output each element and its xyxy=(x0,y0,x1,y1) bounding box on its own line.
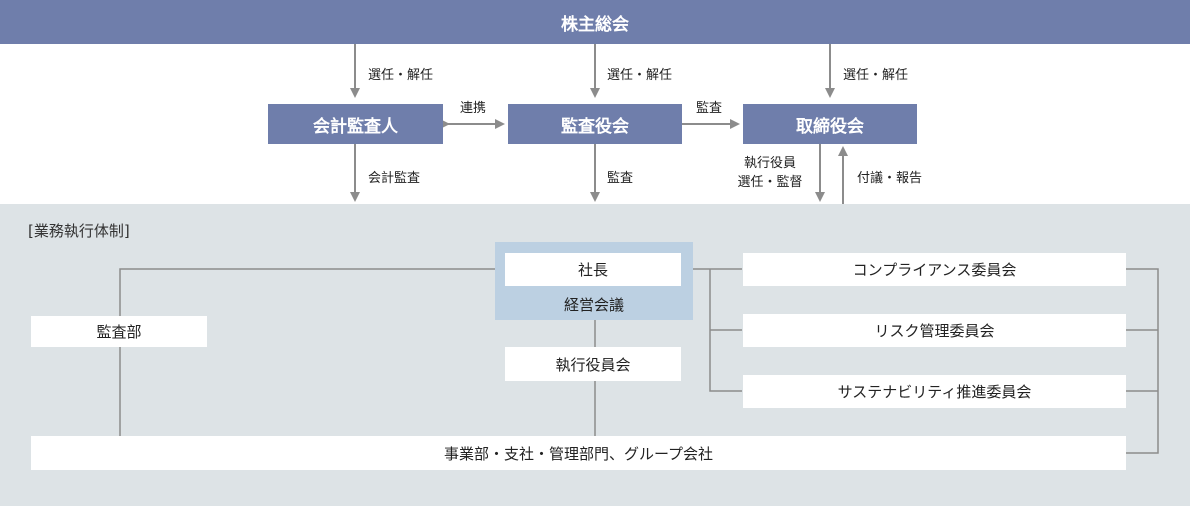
board-of-directors-box: 取締役会 xyxy=(743,104,917,144)
label-coordination: 連携 xyxy=(460,101,487,116)
risk-management-committee-box: リスク管理委員会 xyxy=(743,314,1126,347)
label-audit-down: 監査 xyxy=(607,171,634,186)
line-committee-spine xyxy=(709,269,742,392)
shareholders-meeting-banner: 株主総会 xyxy=(0,0,1190,44)
label-audit-top: 監査 xyxy=(696,101,723,116)
sustainability-committee-box: サステナビリティ推進委員会 xyxy=(743,375,1126,408)
section-title: [業務執行体制] xyxy=(28,222,130,240)
label-exec-officers: 執行役員 選任・監督 xyxy=(730,154,810,192)
label-accounting-audit: 会計監査 xyxy=(368,171,421,186)
compliance-committee-box: コンプライアンス委員会 xyxy=(743,253,1126,286)
line-right-bracket xyxy=(1126,268,1159,454)
label-elect-dismiss-2: 選任・解任 xyxy=(607,68,673,83)
audit-department-box: 監査部 xyxy=(31,316,207,347)
management-meeting-label: 経営会議 xyxy=(563,296,624,314)
audit-board-box: 監査役会 xyxy=(508,104,682,144)
label-elect-dismiss-3: 選任・解任 xyxy=(843,68,909,83)
label-proposal-report: 付議・報告 xyxy=(857,171,923,186)
label-exec-officers-line2: 選任・監督 xyxy=(737,175,803,190)
line-president-audit xyxy=(119,268,505,316)
label-exec-officers-line1: 執行役員 xyxy=(743,156,796,171)
exec-officers-meeting-box: 執行役員会 xyxy=(505,347,681,381)
label-elect-dismiss-1: 選任・解任 xyxy=(368,68,434,83)
president-box: 社長 xyxy=(505,253,681,286)
accounting-auditor-box: 会計監査人 xyxy=(268,104,443,144)
divisions-box: 事業部・支社・管理部門、グループ会社 xyxy=(31,436,1126,470)
